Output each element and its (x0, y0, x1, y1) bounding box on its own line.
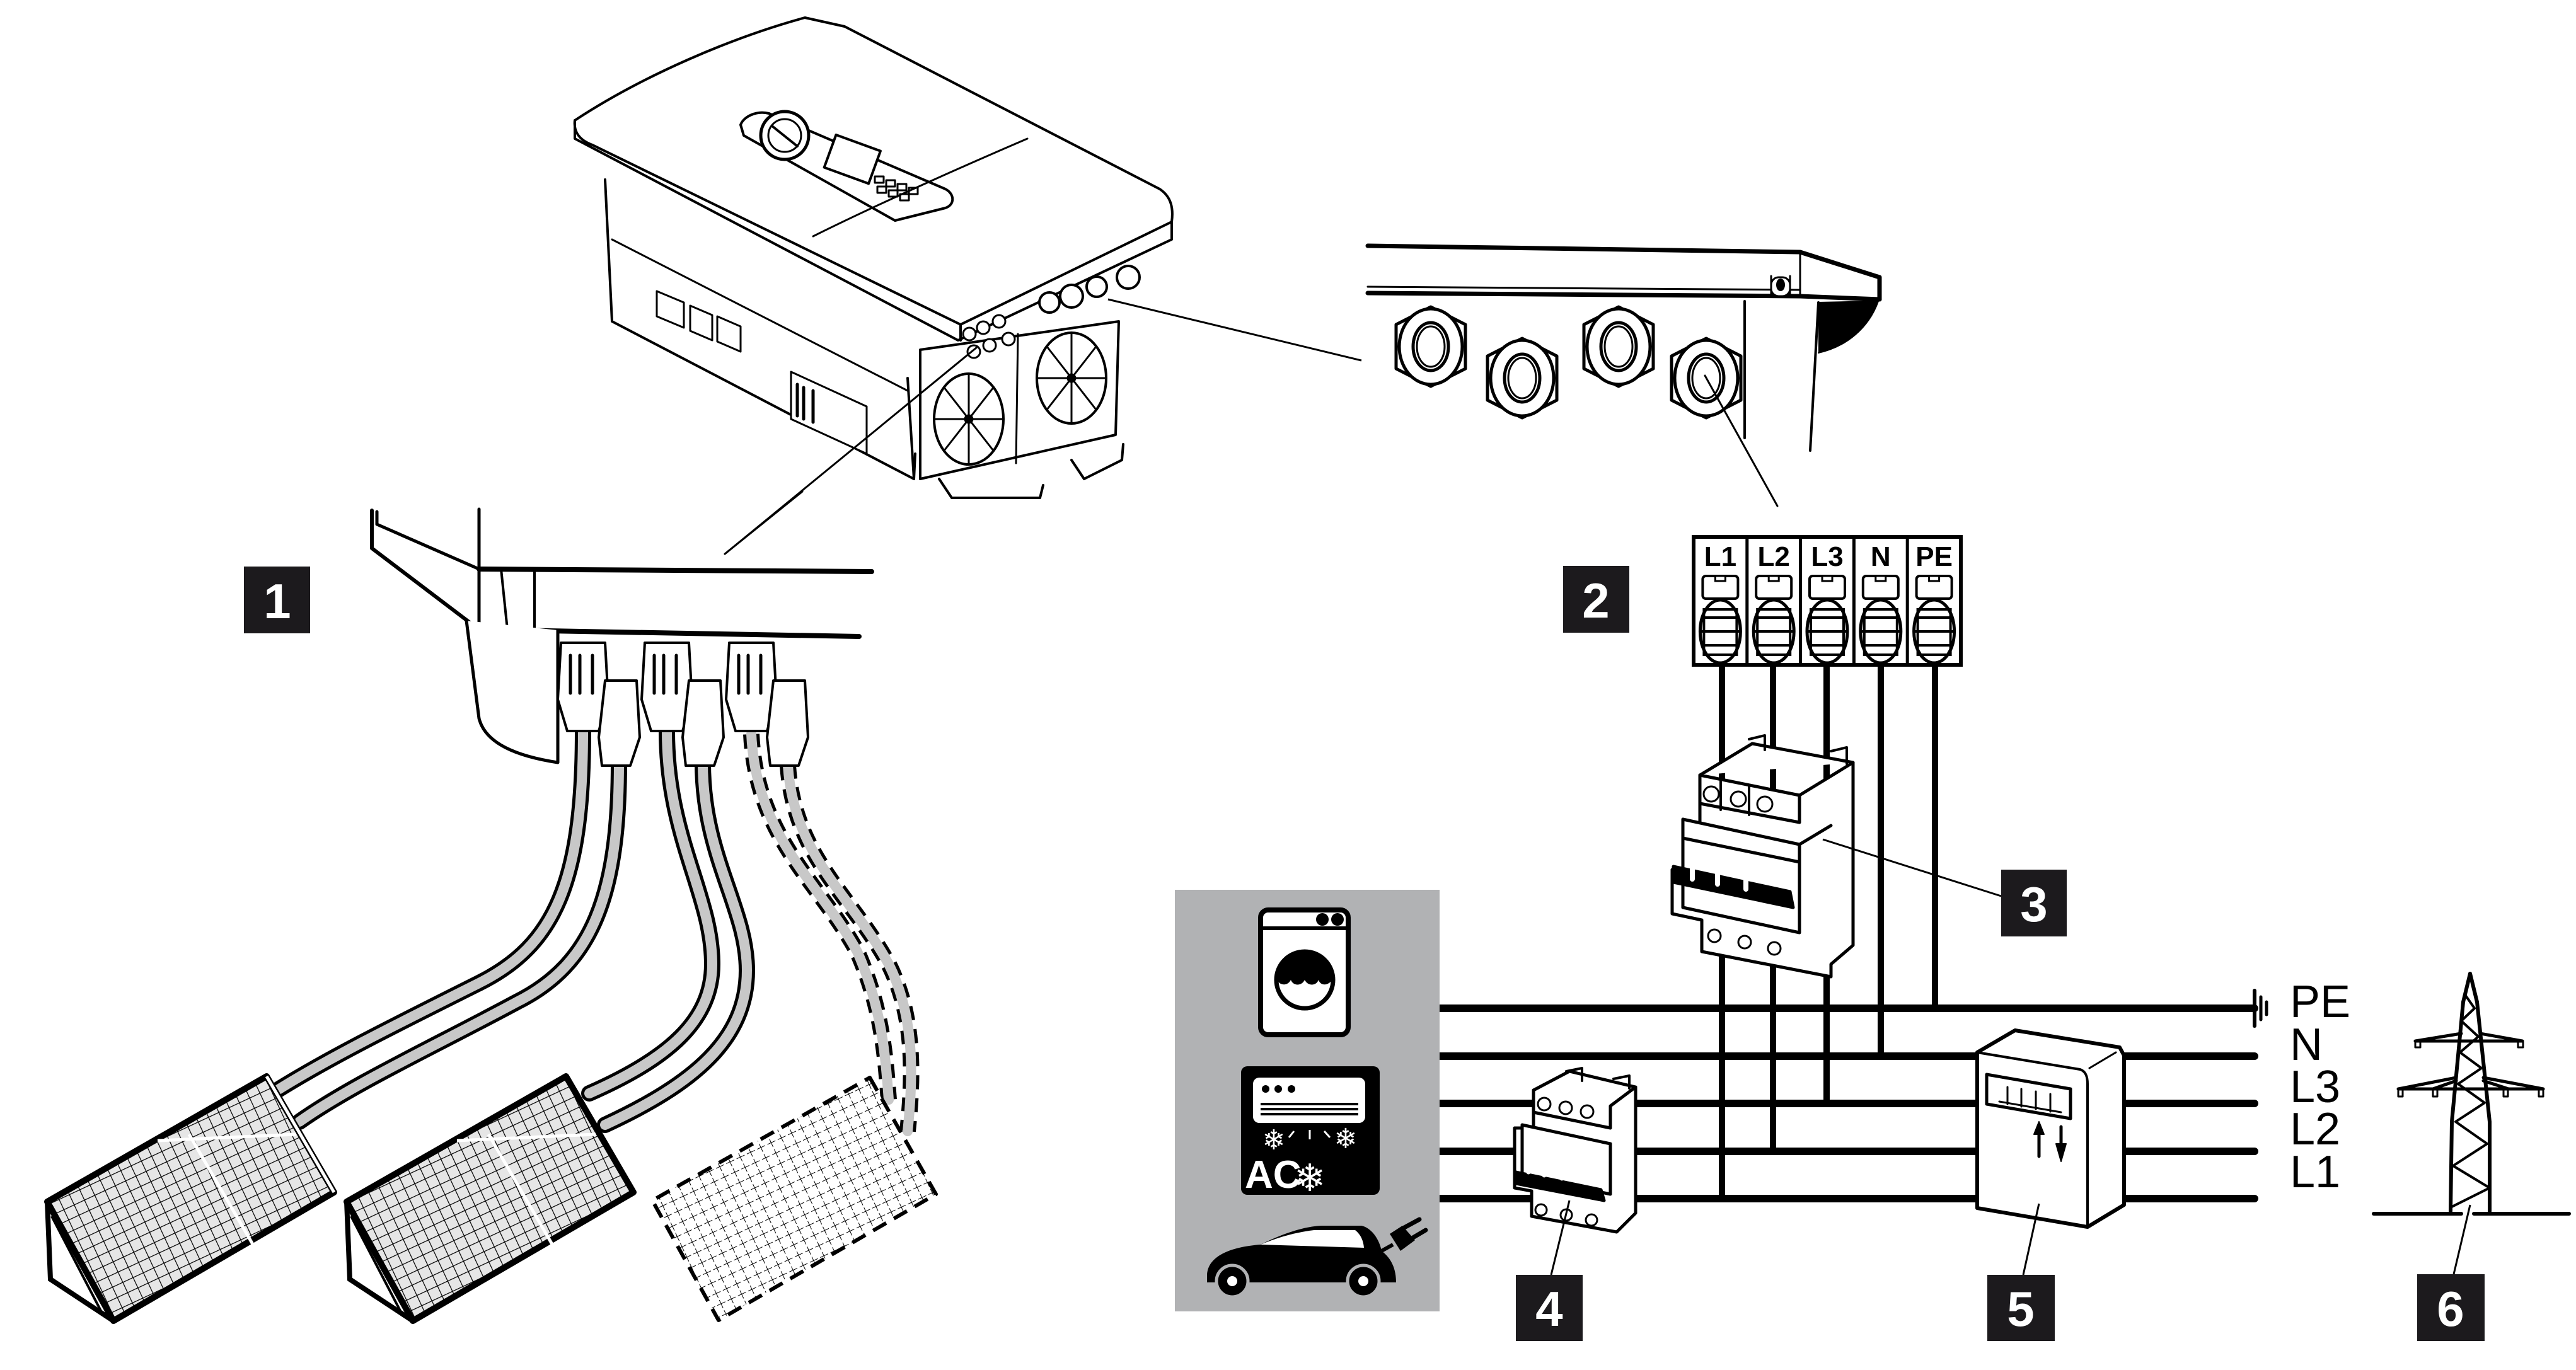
electric-car-icon (1207, 1217, 1428, 1299)
grid-line-labels: PE N L3 L2 L1 (2290, 977, 2350, 1197)
svg-text:❄: ❄ (1334, 1123, 1358, 1155)
dc-connector (640, 642, 725, 767)
consumer-circuit-breaker (1513, 1067, 1637, 1234)
grid-label-n: N (2290, 1020, 2323, 1070)
dc-cable-pair (581, 723, 756, 1133)
air-conditioner-icon: ❄ ❄ ❄ AC (1241, 1066, 1380, 1200)
dc-cables (269, 723, 920, 1136)
terminal-label: L1 (1704, 541, 1736, 572)
grid-label-l2: L2 (2290, 1104, 2340, 1154)
washing-machine-icon (1258, 907, 1351, 1037)
grid-label-l3: L3 (2290, 1062, 2340, 1112)
badge-5-label: 5 (2007, 1281, 2034, 1337)
badge-1-label: 1 (263, 573, 291, 629)
badge-1: 1 (244, 567, 310, 633)
control-buttons (874, 175, 919, 202)
svg-text:❄: ❄ (1294, 1156, 1326, 1200)
callout-line (2452, 1204, 2471, 1275)
line-circuit-breaker (1670, 734, 1855, 979)
callout-line (1107, 298, 1362, 362)
callout-line (1822, 838, 2002, 897)
badge-2-label: 2 (1582, 573, 1609, 628)
dc-connector-detail (370, 490, 874, 764)
grid-label-l1: L1 (2290, 1147, 2340, 1197)
terminal-n: N (1852, 537, 1903, 665)
dc-cable-pair-optional (743, 729, 920, 1136)
callout-line (2022, 1203, 2040, 1275)
inverter-illustration (573, 16, 1174, 499)
grid-label-pe: PE (2290, 977, 2350, 1027)
callout-line (1550, 1200, 1571, 1275)
terminal-label: N (1871, 541, 1891, 572)
ac-gland-detail (1365, 243, 1882, 507)
dc-cable-pair (269, 723, 627, 1130)
dc-connector (557, 642, 641, 767)
consumer-panel: ❄ ❄ ❄ AC (1175, 890, 1440, 1311)
terminal-label: L3 (1811, 541, 1843, 572)
badge-4: 4 (1516, 1275, 1583, 1341)
energy-meter (1975, 1028, 2126, 1229)
dc-connectors (557, 642, 809, 767)
terminal-label: L2 (1758, 541, 1790, 572)
terminal-pe: PE (1905, 537, 1956, 665)
fan-icon (1036, 331, 1107, 425)
pv-panel (44, 1073, 337, 1324)
badge-4-label: 4 (1535, 1281, 1562, 1337)
cable-gland-icon (1394, 305, 1467, 388)
badge-3: 3 (2001, 870, 2067, 936)
ac-label: AC (1245, 1153, 1302, 1197)
cable-gland-icon (1582, 305, 1655, 388)
terminal-label: PE (1915, 541, 1953, 572)
power-pylon-icon (2372, 972, 2571, 1216)
pv-panel (344, 1073, 637, 1324)
cable-gland-icon (1486, 337, 1559, 420)
terminal-l2: L2 (1745, 537, 1796, 665)
terminal-l1: L1 (1698, 541, 1742, 665)
badge-6-label: 6 (2437, 1281, 2464, 1337)
dc-connector (725, 642, 809, 767)
ground-symbol-icon (2253, 989, 2268, 1028)
fan-icon (933, 372, 1005, 466)
pv-panel-optional (650, 1076, 938, 1322)
badge-3-label: 3 (2020, 877, 2047, 932)
badge-6: 6 (2417, 1274, 2485, 1341)
badge-5: 5 (1987, 1275, 2055, 1341)
badge-2: 2 (1563, 566, 1629, 633)
terminal-l3: L3 (1799, 537, 1849, 665)
ac-terminal-block: L1 L2 L3 N PE (1692, 535, 1963, 667)
svg-text:❄: ❄ (1262, 1124, 1286, 1156)
